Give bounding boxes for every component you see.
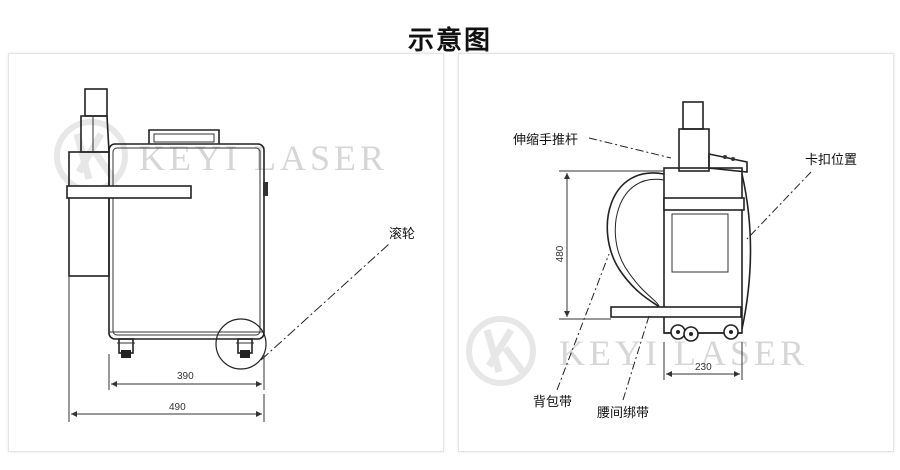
page-title: 示意图 <box>407 26 492 56</box>
side-view-drawing: KEYI LASER 伸 <box>466 101 857 421</box>
side-view-panel: KEYI LASER 伸 <box>458 53 894 452</box>
clip-leader-line <box>746 171 812 240</box>
waist-strap-label: 腰间绑带 <box>597 406 649 421</box>
right-wheel <box>236 338 254 358</box>
dimension-depth-label: 230 <box>695 362 712 373</box>
wheel-highlight-circle <box>215 318 267 370</box>
watermark-text: KEYI LASER <box>559 333 808 373</box>
handle-label: 伸缩手推杆 <box>513 132 578 148</box>
backpack-strap-label: 背包带 <box>533 395 572 410</box>
front-wheel <box>670 324 699 342</box>
dimension-outer-width: 490 <box>68 276 265 422</box>
front-view-panel: KEYI LASER 滚轮 <box>8 53 444 452</box>
dimension-inner-label: 390 <box>177 371 194 382</box>
left-wheel <box>117 338 135 358</box>
clip-label: 卡扣位置 <box>805 153 857 168</box>
waist-strap-leader-line <box>622 315 650 401</box>
dimension-height-label: 480 <box>555 245 566 262</box>
dimension-depth: 230 <box>663 342 743 380</box>
front-view-drawing: KEYI LASER 滚轮 <box>54 88 415 422</box>
watermark-logo <box>54 119 128 193</box>
handle-leader-line <box>588 137 672 159</box>
wheel-leader-line <box>260 243 390 361</box>
watermark-logo <box>466 316 536 386</box>
dimension-outer-label: 490 <box>169 402 186 413</box>
dimension-inner-width: 390 <box>108 354 265 390</box>
dimension-height: 480 <box>555 170 664 320</box>
rear-wheel <box>723 324 739 340</box>
wheel-label: 滚轮 <box>389 226 415 242</box>
